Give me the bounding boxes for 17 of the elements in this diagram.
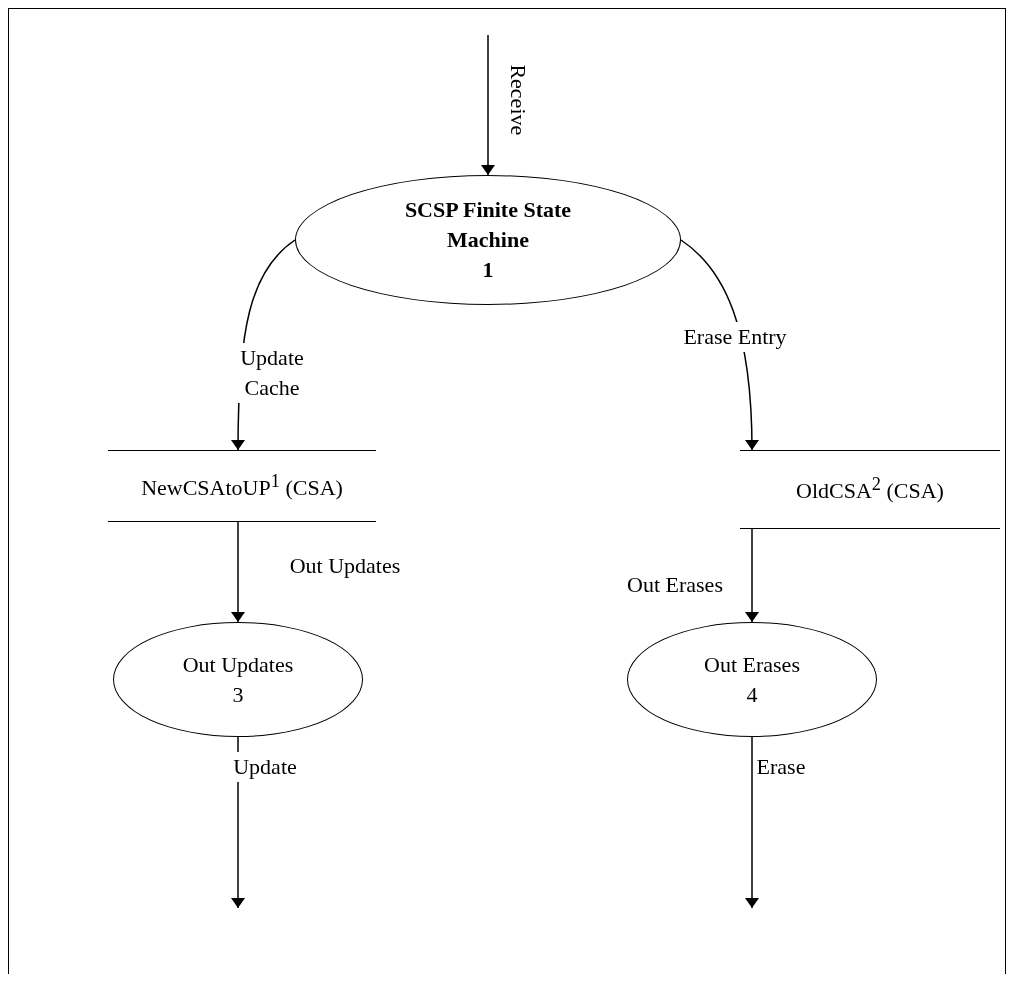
arrow bbox=[747, 528, 757, 623]
process-name: Out Erases bbox=[704, 650, 800, 679]
arrow bbox=[747, 736, 757, 909]
arrow bbox=[483, 34, 493, 176]
data-store-label: OldCSA$^{2}$ (CSA) bbox=[796, 473, 944, 506]
edge-label: Receive bbox=[504, 64, 532, 136]
data-store-label: NewCSAtoUP$^{1}$ (CSA) bbox=[141, 470, 343, 503]
process-number: 1 bbox=[482, 255, 494, 284]
edge-label: Erase Entry bbox=[681, 322, 789, 352]
process-name: Out Updates bbox=[182, 650, 294, 679]
process-name: SCSP Finite State Machine bbox=[403, 196, 573, 255]
process-number: 4 bbox=[746, 680, 758, 709]
edge-label: Update bbox=[231, 752, 299, 782]
edge-label: Out Updates bbox=[289, 552, 401, 581]
edge-label: Out Erases bbox=[627, 571, 723, 600]
arrow bbox=[233, 521, 243, 623]
process-number: 3 bbox=[232, 680, 244, 709]
